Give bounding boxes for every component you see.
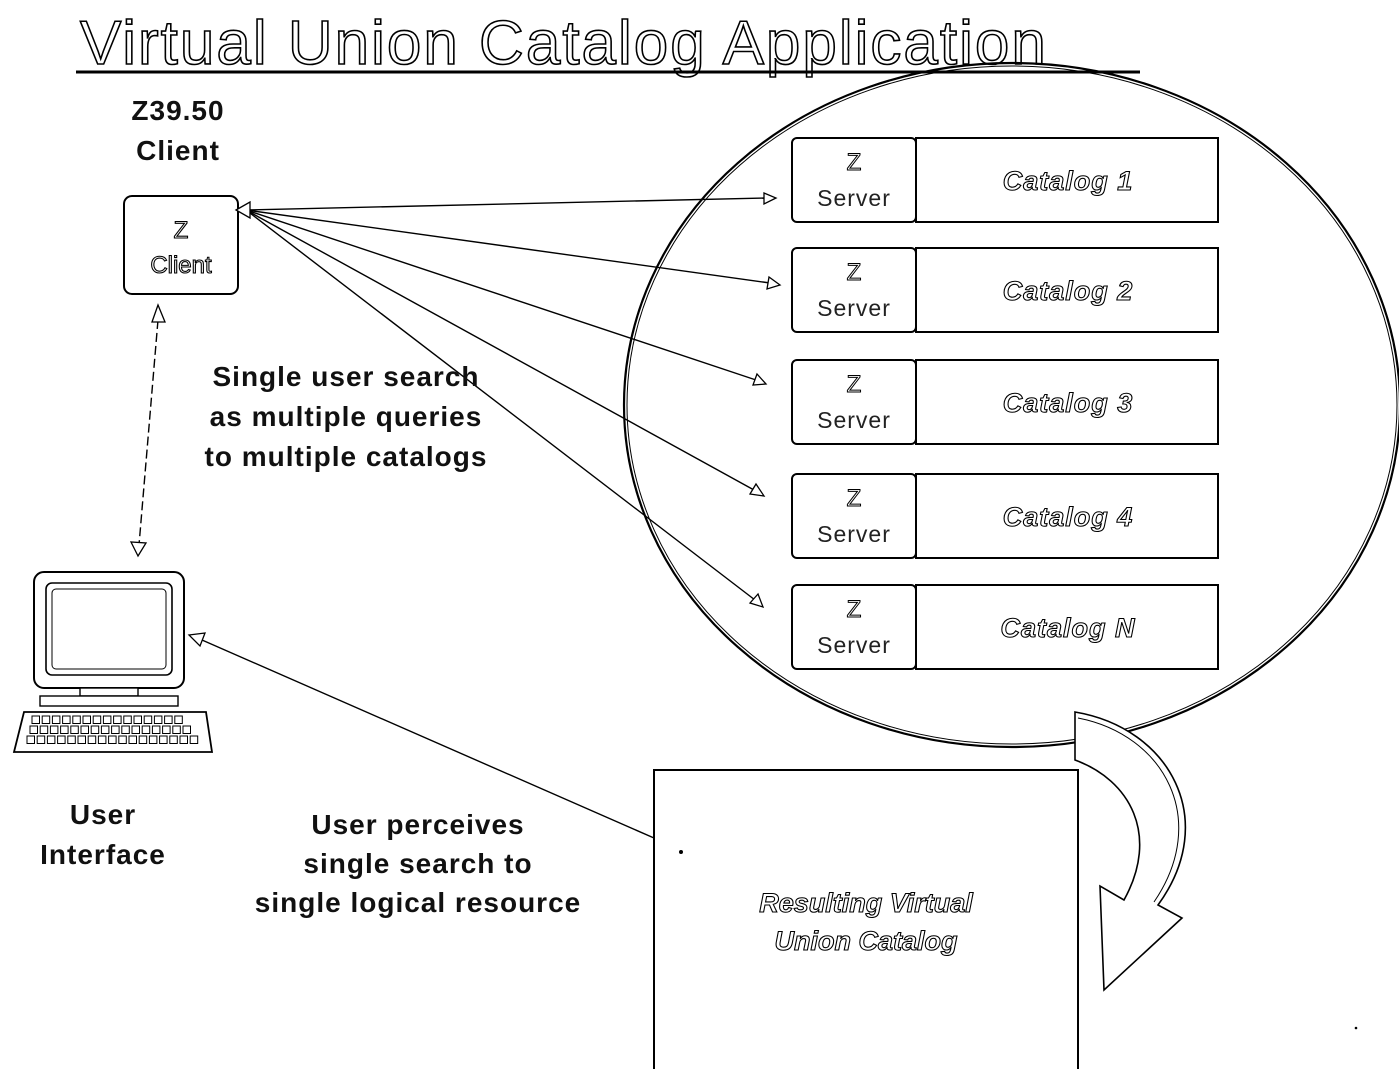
merge-curved-arrow xyxy=(1074,711,1186,992)
user-interface-line-1: User xyxy=(70,799,136,830)
catalog-row: Z Server Catalog 3 xyxy=(791,359,1219,445)
z-server-label: Server xyxy=(817,407,891,433)
result-catalog-box: Resulting Virtual Union Catalog xyxy=(653,769,1079,1069)
z-server-label: Server xyxy=(817,185,891,211)
catalog-box xyxy=(915,137,1219,223)
catalog-label: Catalog 2 xyxy=(1003,276,1134,306)
catalog-group-circle xyxy=(623,62,1399,748)
search-note-line-3: to multiple catalogs xyxy=(205,441,488,472)
catalog-box xyxy=(915,584,1219,670)
client-caption-line-1: Z39.50 xyxy=(131,95,224,126)
catalog-row: Z Server Catalog 4 xyxy=(791,473,1219,559)
catalog-group-circle-inner xyxy=(626,65,1398,745)
result-to-user-arrow xyxy=(187,632,655,839)
z-client-box: Z Client xyxy=(123,195,239,295)
catalog-label: Catalog 4 xyxy=(1003,502,1134,532)
client-caption-line-2: Client xyxy=(136,135,220,166)
z-client-box-z: Z xyxy=(174,217,189,244)
z-server-z-label: Z xyxy=(847,149,862,176)
z-server-z-label: Z xyxy=(847,596,862,623)
catalog-row: Z Server Catalog N xyxy=(791,584,1219,670)
catalog-row: Z Server Catalog 2 xyxy=(791,247,1219,333)
catalog-label: Catalog 3 xyxy=(1003,388,1134,418)
perceive-note-line-1: User perceives xyxy=(311,809,524,840)
result-line-1: Resulting Virtual xyxy=(759,888,973,918)
result-line-2: Union Catalog xyxy=(775,926,958,956)
search-note-line-1: Single user search xyxy=(212,361,479,392)
z-client-box-label: Client xyxy=(150,252,212,279)
perceive-note-line-3: single logical resource xyxy=(255,887,581,918)
keyboard-keys xyxy=(26,715,199,744)
z-server-label: Server xyxy=(817,521,891,547)
catalog-label: Catalog 1 xyxy=(1003,166,1134,196)
z-server-label: Server xyxy=(817,632,891,658)
stray-mark xyxy=(1354,1026,1358,1030)
catalog-box xyxy=(915,473,1219,559)
perceive-note-line-2: single search to xyxy=(303,848,532,879)
query-arrows xyxy=(234,192,782,609)
catalog-box xyxy=(915,359,1219,445)
z-server-z-label: Z xyxy=(847,259,862,286)
catalog-label: Catalog N xyxy=(1000,613,1135,643)
z-server-z-label: Z xyxy=(847,485,862,512)
catalog-box xyxy=(915,247,1219,333)
user-interface-line-2: Interface xyxy=(40,839,166,870)
z-server-label: Server xyxy=(817,295,891,321)
z-server-z-label: Z xyxy=(847,371,862,398)
search-note-line-2: as multiple queries xyxy=(210,401,483,432)
computer-terminal-icon xyxy=(12,571,214,753)
catalog-row: Z Server Catalog 1 xyxy=(791,137,1219,223)
diagram-title: Virtual Union Catalog Application xyxy=(80,9,1048,78)
client-user-link xyxy=(129,303,166,558)
